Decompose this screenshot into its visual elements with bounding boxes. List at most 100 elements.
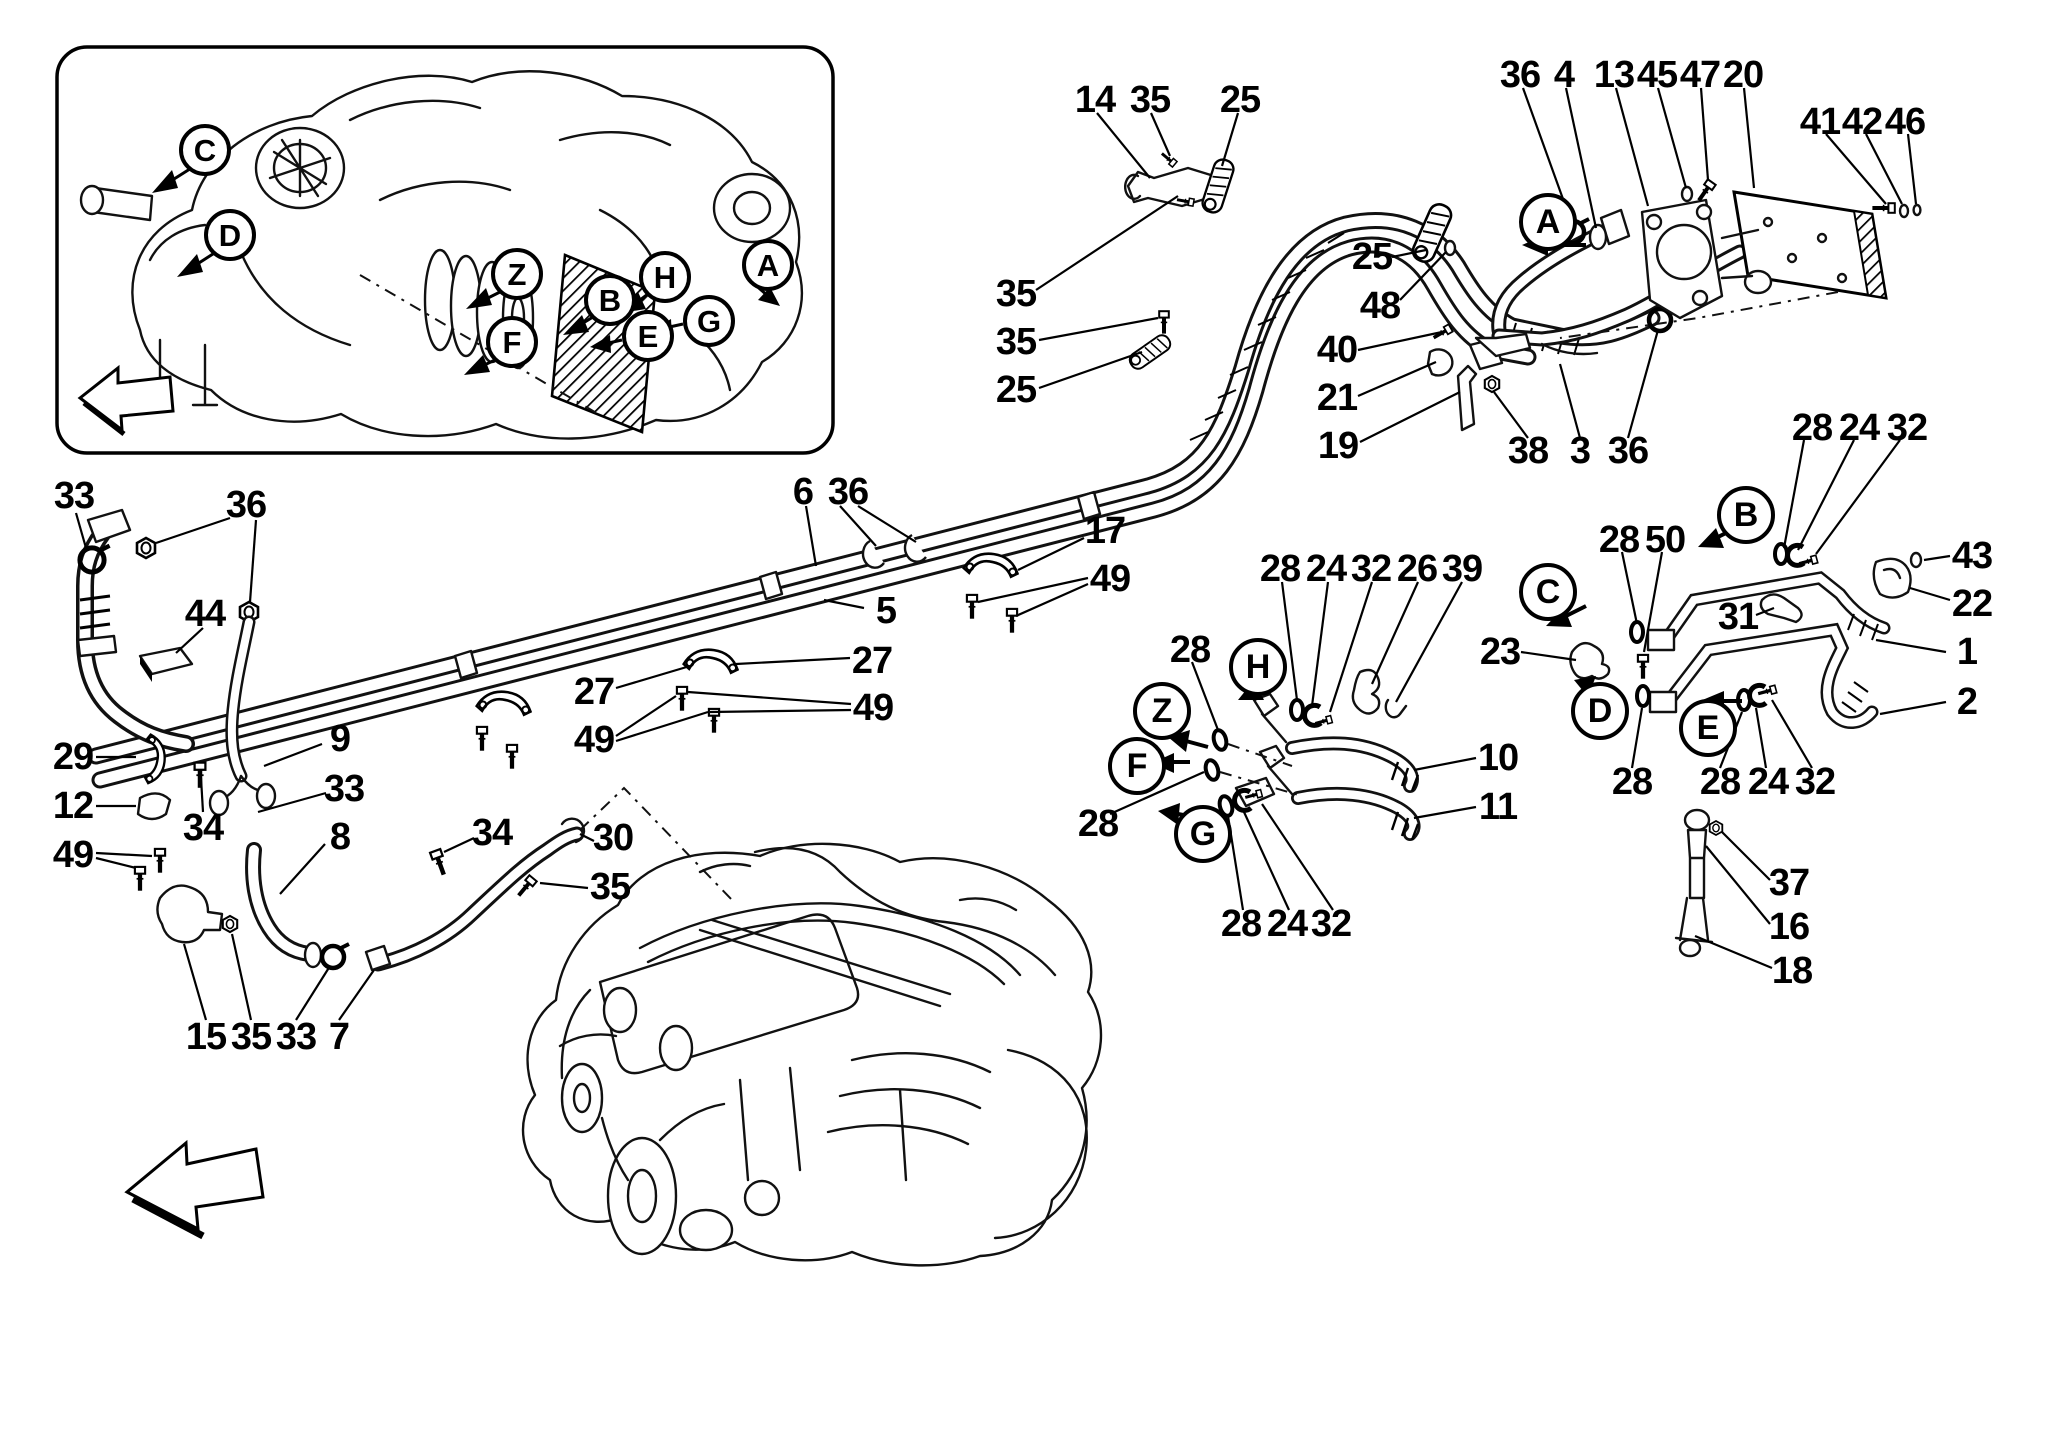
right-pipes-1-2 [1569,551,1923,729]
part-callout-15-75: 15 [185,1016,227,1058]
part-callout-24-24: 24 [1838,407,1880,449]
part-callout-32-25: 32 [1886,407,1928,449]
part-callout-4-4: 4 [1553,54,1575,96]
part-callout-14-0: 14 [1074,79,1116,121]
part-callout-35-12: 35 [995,273,1037,315]
part-callout-33-62: 33 [53,475,95,517]
part-callout-36-3: 36 [1499,54,1541,96]
part-callout-49-53: 49 [1089,558,1131,600]
part-callout-28-41: 28 [1259,548,1301,590]
part-callout-49-59: 49 [852,687,894,729]
inset-view-letter-e-6: E [622,310,674,362]
view-letter-h-5: H [1229,638,1287,696]
part-callout-36-63: 36 [225,484,267,526]
part-callout-42-10: 42 [1841,101,1883,143]
part-callout-6-55: 6 [792,471,814,513]
leader-lines [74,87,1951,1021]
part-callout-8-71: 8 [329,816,351,858]
oil-cooler-radiator [1640,179,1922,320]
part-callout-24-49: 24 [1266,903,1308,945]
part-callout-43-28: 43 [1951,535,1993,577]
part-callout-33-77: 33 [275,1016,317,1058]
part-callout-45-6: 45 [1636,54,1678,96]
part-callout-40-17: 40 [1316,329,1358,371]
part-callout-32-50: 32 [1310,903,1352,945]
view-letter-b-1: B [1717,486,1775,544]
inset-view-letter-a-8: A [742,239,794,291]
part-callout-20-8: 20 [1722,54,1764,96]
part-callout-29-65: 29 [52,736,94,778]
left-hose-assembly [76,508,586,972]
inset-view-letter-h-5: H [639,251,691,303]
part-callout-21-18: 21 [1316,377,1358,419]
part-callout-28-35: 28 [1699,761,1741,803]
inset-box [55,45,835,455]
part-callout-27-58: 27 [851,640,893,682]
part-callout-35-76: 35 [230,1016,272,1058]
part-callout-25-2: 25 [1219,79,1261,121]
inset-view-letter-f-3: F [486,316,538,368]
sensor-assembly [1629,542,1820,958]
part-callout-25-14: 25 [995,369,1037,411]
part-callout-13-5: 13 [1593,54,1635,96]
part-callout-2-33: 2 [1956,681,1978,723]
view-letter-d-3: D [1571,682,1629,740]
view-letter-c-2: C [1519,563,1577,621]
part-callout-36-56: 36 [827,471,869,513]
part-callout-17-54: 17 [1084,510,1126,552]
part-callout-50-27: 50 [1644,519,1686,561]
part-callout-16-39: 16 [1768,906,1810,948]
part-callout-49-61: 49 [573,719,615,761]
part-callout-28-48: 28 [1220,903,1262,945]
part-callout-33-70: 33 [323,768,365,810]
part-callout-32-43: 32 [1350,548,1392,590]
part-callout-48-16: 48 [1359,285,1401,327]
engine-drawing [521,842,1103,1267]
part-callout-35-1: 35 [1129,79,1171,121]
inset-direction-arrow [77,364,175,436]
part-callout-28-26: 28 [1598,519,1640,561]
inset-view-letter-c-0: C [179,124,231,176]
part-callout-1-32: 1 [1956,631,1978,673]
part-callout-5-57: 5 [875,590,897,632]
part-callout-11-52: 11 [1478,786,1518,828]
part-callout-34-68: 34 [182,807,224,849]
part-callout-47-7: 47 [1679,54,1721,96]
part-callout-28-46: 28 [1169,629,1211,671]
construction-lines [359,274,1839,901]
part-callout-18-40: 18 [1771,950,1813,992]
view-letter-a-0: A [1519,193,1577,251]
part-callout-37-38: 37 [1768,862,1810,904]
part-callout-26-44: 26 [1396,548,1438,590]
part-callout-7-78: 7 [328,1016,350,1058]
part-callout-28-23: 28 [1791,407,1833,449]
part-callout-27-60: 27 [573,671,615,713]
part-callout-22-29: 22 [1951,583,1993,625]
inset-view-letter-b-4: B [584,274,636,326]
part-callout-32-37: 32 [1794,761,1836,803]
part-callout-3-21: 3 [1569,430,1591,472]
part-callout-28-34: 28 [1611,761,1653,803]
part-callout-36-22: 36 [1607,430,1649,472]
part-callout-31-30: 31 [1717,596,1759,638]
part-callout-34-72: 34 [471,812,513,854]
part-callout-25-15: 25 [1351,236,1393,278]
part-callout-28-47: 28 [1077,803,1119,845]
part-callout-12-66: 12 [52,785,94,827]
top-center-small-parts [1124,149,1237,373]
part-callout-38-20: 38 [1507,430,1549,472]
part-callout-39-45: 39 [1441,548,1483,590]
inset-view-letter-z-2: Z [491,248,543,300]
part-callout-44-64: 44 [184,593,226,635]
inset-view-letter-d-1: D [204,209,256,261]
part-callout-24-36: 24 [1747,761,1789,803]
part-callout-23-31: 23 [1479,631,1521,673]
part-callout-35-74: 35 [589,866,631,908]
view-letter-f-7: F [1108,737,1166,795]
part-callout-41-9: 41 [1799,101,1841,143]
main-oil-pipes [87,212,1661,789]
inset-view-letter-g-7: G [683,295,735,347]
view-letter-z-6: Z [1133,682,1191,740]
part-callout-35-13: 35 [995,321,1037,363]
